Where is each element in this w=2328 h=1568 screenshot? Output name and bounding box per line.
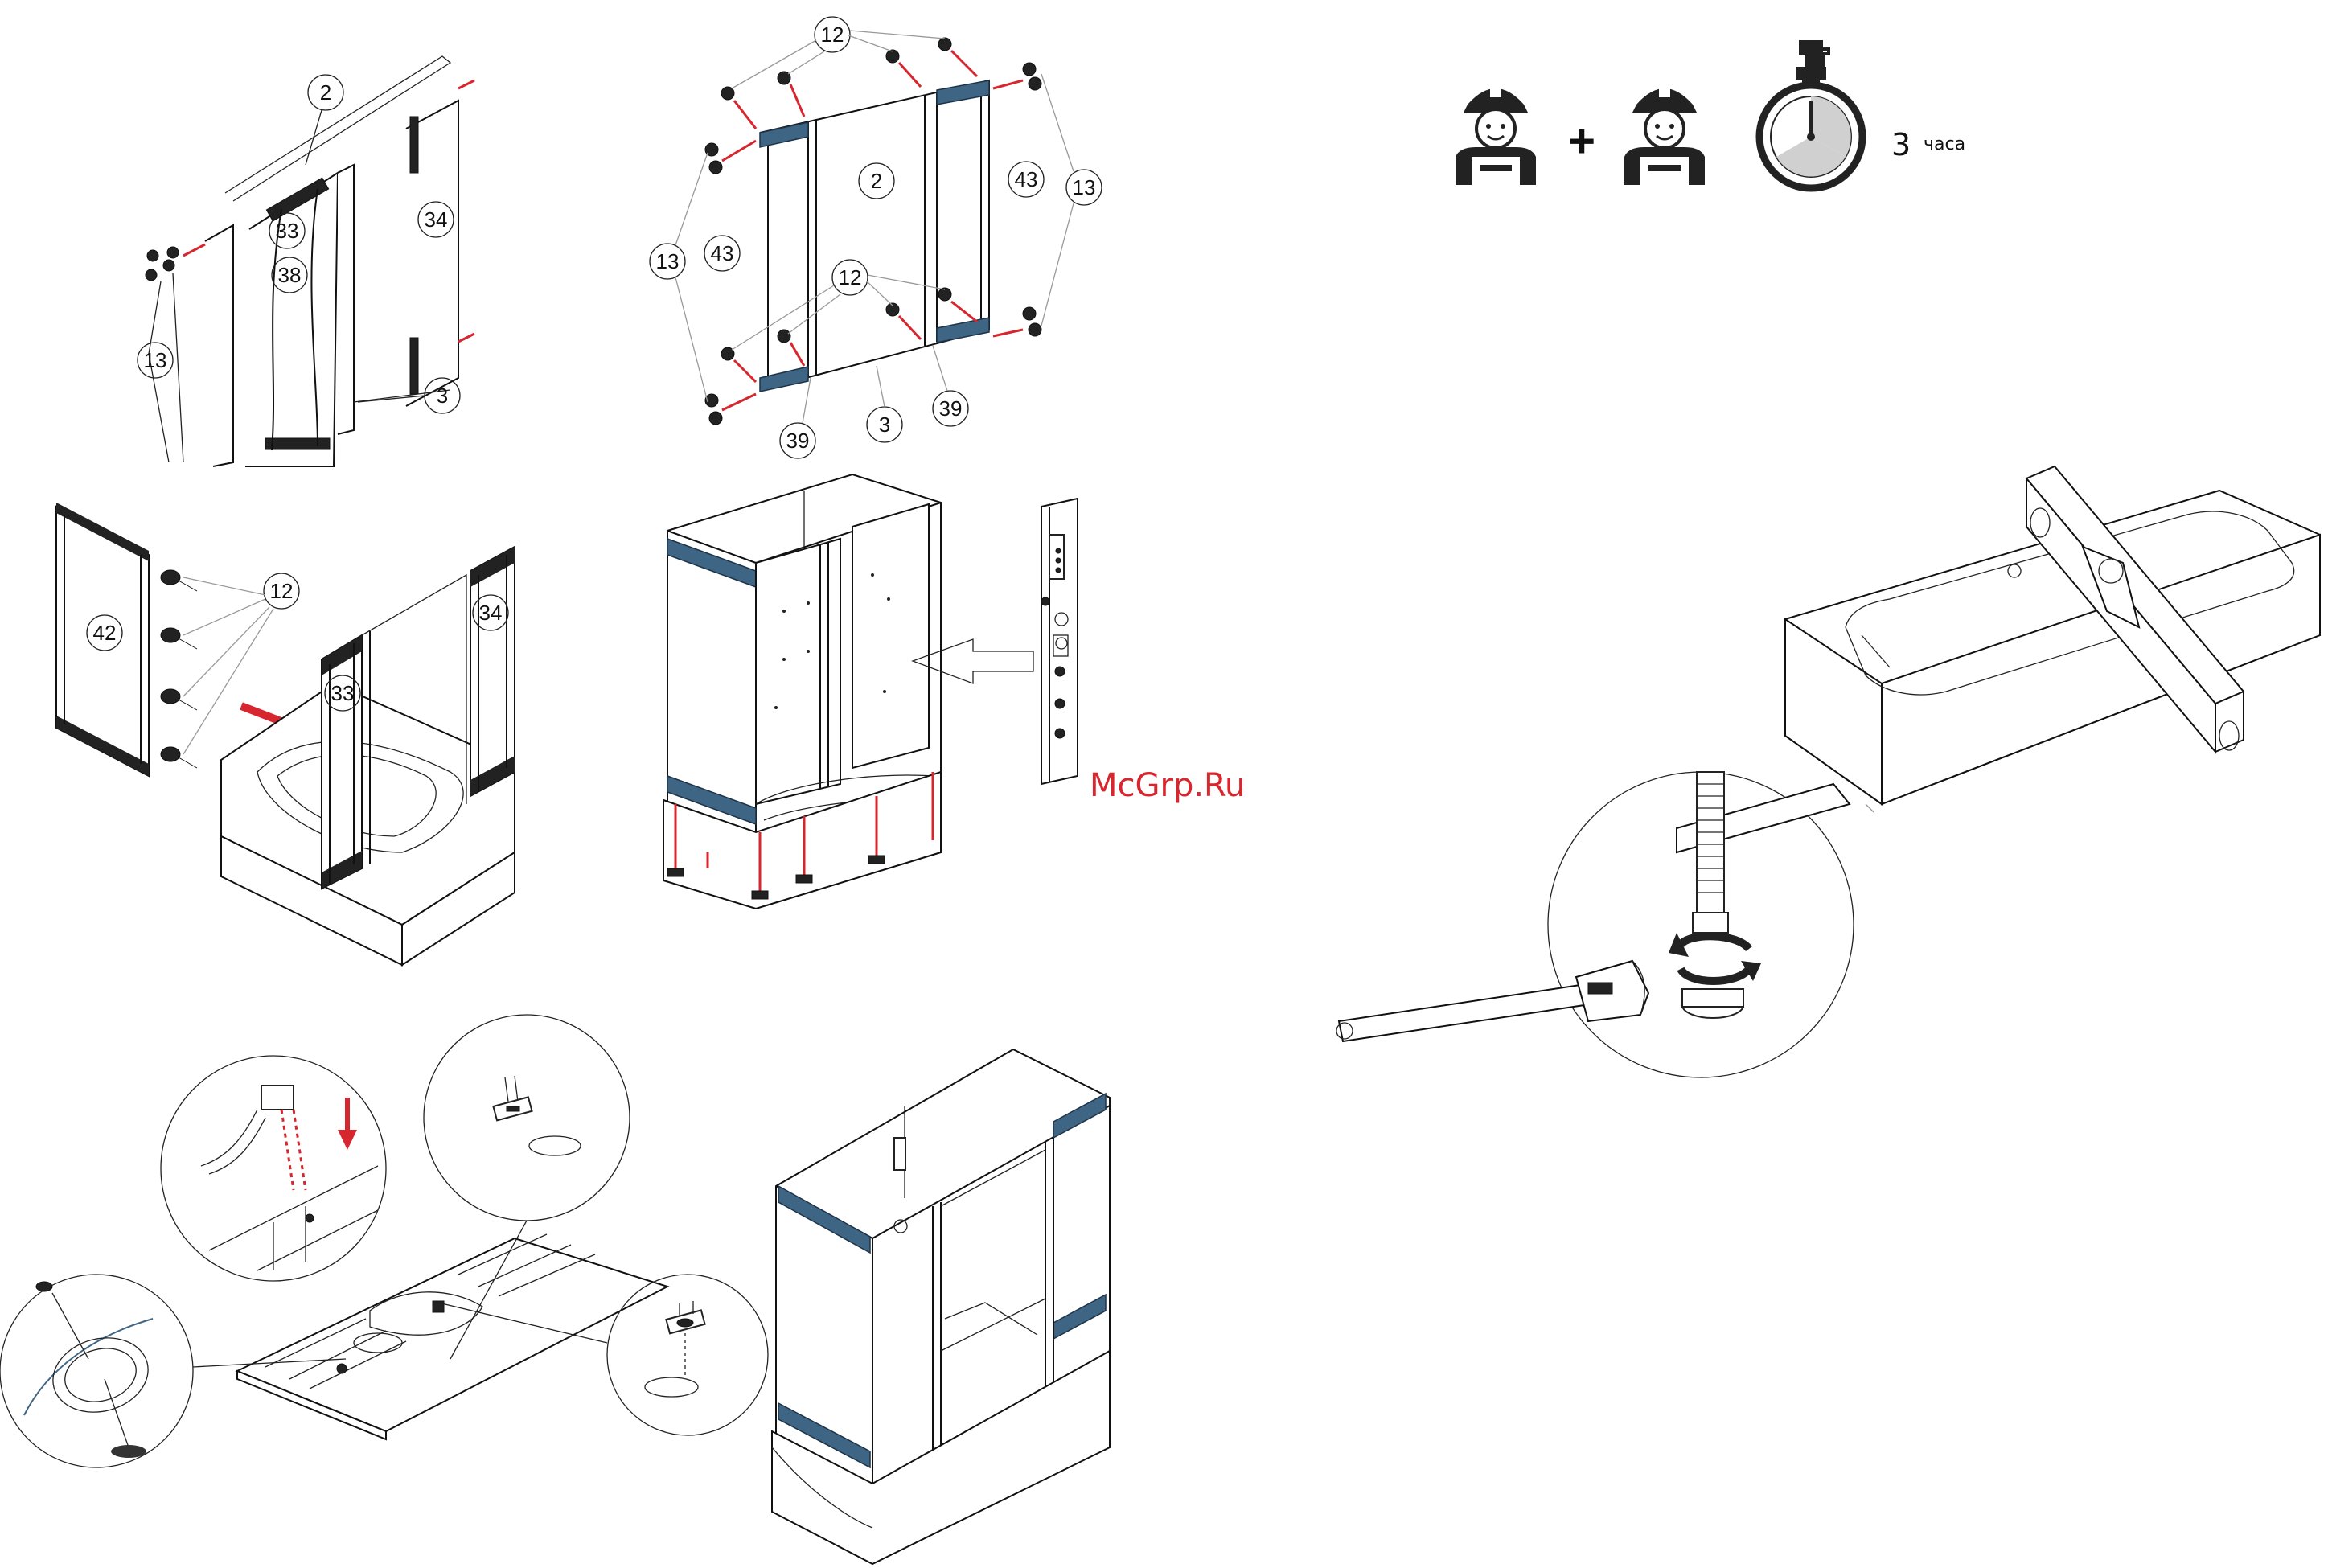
svg-text:33: 33	[276, 219, 299, 243]
svg-text:2: 2	[871, 169, 882, 193]
screw-cluster	[146, 244, 205, 281]
watermark: McGrp.Ru	[1090, 767, 1245, 804]
shower-column	[1041, 499, 1078, 784]
svg-text:13: 13	[656, 249, 680, 273]
time-unit: часа	[1924, 134, 1965, 154]
worker-helmet-icon	[1624, 83, 1705, 185]
step1-panel-assembly: 2 33 38 34 13 3	[138, 56, 474, 466]
svg-text:39: 39	[786, 429, 810, 453]
svg-text:34: 34	[425, 207, 448, 232]
callout-43-left: 43	[704, 236, 740, 271]
callout-34: 34	[479, 601, 503, 625]
callout-12: 12	[270, 579, 294, 603]
screw-column	[161, 570, 197, 768]
svg-text:38: 38	[278, 263, 302, 287]
flex-hose	[1693, 772, 1728, 933]
callout-33: 33	[331, 681, 355, 705]
callout-39-left: 39	[780, 378, 815, 458]
detail-circle-top-left	[161, 1056, 386, 1281]
callout-42: 42	[93, 621, 117, 645]
adjustable-wrench-icon	[1336, 961, 1648, 1041]
worker-helmet-icon	[1456, 83, 1536, 185]
plus-sign: +	[1568, 115, 1595, 167]
svg-text:13: 13	[144, 348, 167, 372]
callout-43-right: 43	[1008, 162, 1044, 197]
svg-text:3: 3	[437, 384, 448, 408]
callout-13-right: 13	[1041, 74, 1102, 326]
callout-13-left: 13	[650, 153, 708, 402]
step5-tray-details	[0, 1015, 768, 1467]
time-value: 3	[1891, 127, 1911, 162]
crew-and-time-header: + 3 часа	[1456, 40, 1965, 188]
step2-frame-screws: 12 13 43 2 43 13	[650, 0, 1102, 458]
svg-text:3: 3	[879, 413, 890, 437]
svg-text:2: 2	[320, 80, 331, 105]
detail-circle-wrench	[1548, 772, 1854, 1077]
stopwatch-icon	[1759, 40, 1862, 188]
callout-39-right: 39	[933, 346, 968, 426]
svg-text:13: 13	[1073, 175, 1096, 199]
svg-text:12: 12	[839, 265, 862, 289]
step3-side-panels: 42 12 33	[56, 503, 515, 965]
callout-13: 13	[138, 343, 173, 378]
step7-drain-connection	[1336, 466, 2320, 1077]
svg-text:12: 12	[821, 23, 844, 47]
svg-text:43: 43	[1015, 167, 1038, 191]
svg-text:39: 39	[939, 396, 963, 421]
svg-text:43: 43	[711, 241, 734, 265]
callout-3-bottom: 3	[867, 366, 902, 442]
step6-finished-cabin	[772, 1049, 1110, 1564]
step4-shower-panel: McGrp.Ru	[663, 474, 1245, 909]
